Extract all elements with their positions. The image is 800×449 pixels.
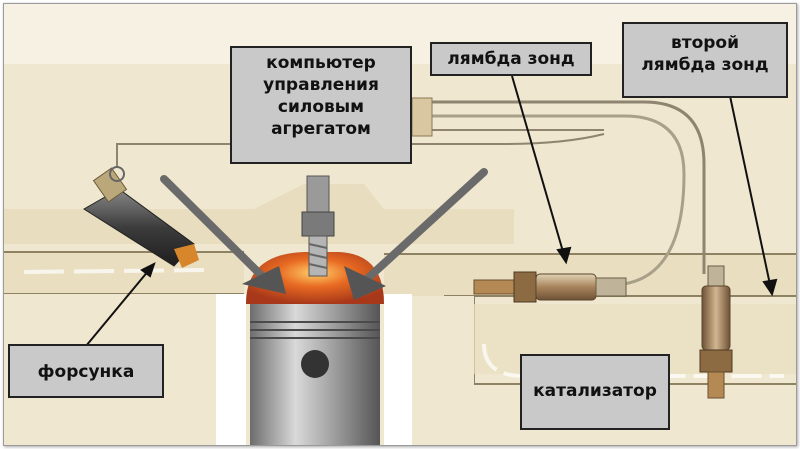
- lambda-sensor-1: [473, 271, 627, 303]
- catalyst-label: катализатор: [520, 354, 670, 430]
- ecu-connector: [411, 97, 433, 137]
- wire-sensor2: [412, 100, 706, 274]
- block-mid: [412, 296, 474, 445]
- fuel-injector: [83, 166, 199, 268]
- lambda-sensor-1-label-text: лямбда зонд: [447, 49, 575, 69]
- piston-pin: [301, 350, 329, 378]
- ecu-label-line-4: агрегатом: [271, 119, 371, 139]
- lambda-sensor-2-label-line-1: второй: [670, 33, 740, 53]
- diagram-frame: компьютер управления силовым агрегатом л…: [3, 3, 797, 446]
- pointer-arrows: [85, 75, 778, 347]
- exhaust-valve-stem: [362, 168, 488, 284]
- wire-sensor1: [412, 114, 686, 286]
- intake-valve-stem: [160, 175, 270, 284]
- exhaust-valve-head: [344, 266, 386, 300]
- ecu-label: компьютер управления силовым агрегатом: [230, 46, 412, 164]
- lambda-sensor-2-label: второй лямбда зонд: [622, 22, 788, 98]
- injector-label-text: форсунка: [37, 362, 135, 382]
- lambda-sensor-2-label-line-2: лямбда зонд: [641, 55, 769, 75]
- cylinder-wall-right: [384, 294, 412, 445]
- injector-label: форсунка: [8, 344, 164, 398]
- ecu-label-line-2: управления: [263, 75, 379, 95]
- intake-airflow: [23, 268, 205, 274]
- ecu-label-line-3: силовым: [277, 97, 365, 117]
- catalyst-label-text: катализатор: [533, 381, 657, 401]
- spark-plug-hex: [301, 211, 335, 237]
- lambda-sensor-1-label: лямбда зонд: [430, 42, 592, 76]
- intake-valve-head: [242, 266, 286, 294]
- lambda-sensor-2: [699, 265, 733, 399]
- spark-plug-top: [306, 175, 330, 213]
- cylinder-wall-left: [216, 294, 246, 445]
- ecu-label-line-1: компьютер: [266, 53, 376, 73]
